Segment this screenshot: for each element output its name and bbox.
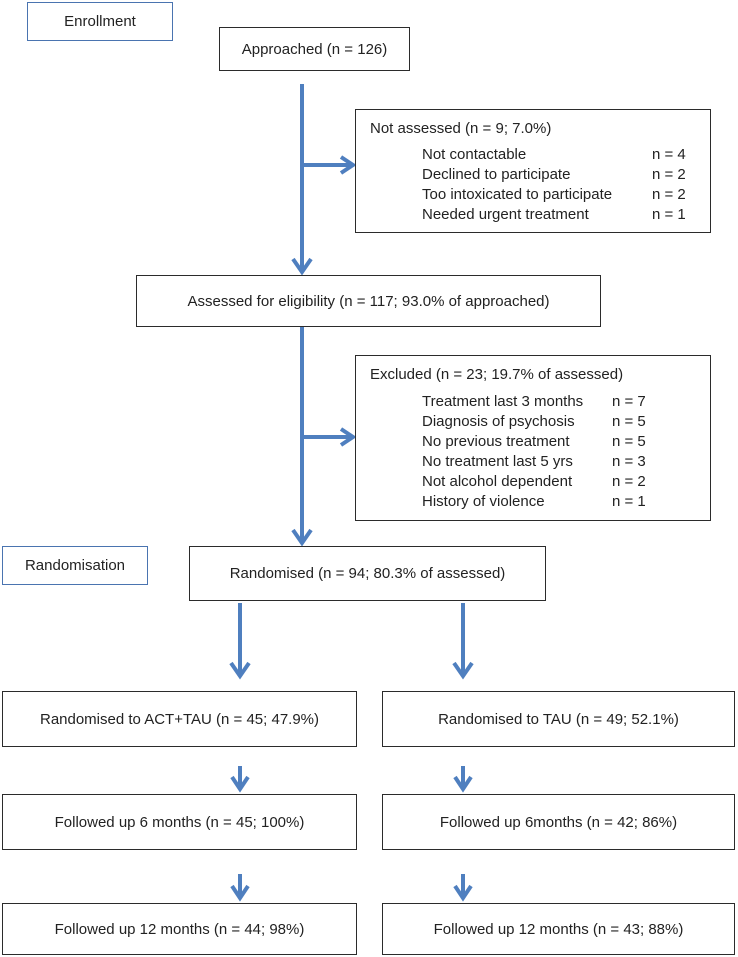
arrowhead-main-1 [291,257,313,276]
excluded-count: n = 1 [612,493,646,510]
stage-label-enrollment-text: Enrollment [64,13,136,30]
excluded-title: Excluded (n = 23; 19.7% of assessed) [370,366,624,383]
tau-followup-6-text: Followed up 6months (n = 42; 86%) [439,813,678,831]
not-assessed-count: n = 2 [652,186,686,203]
approached-text: Approached (n = 126) [241,40,388,58]
approached-box: Approached (n = 126) [219,27,410,71]
not-assessed-count: n = 1 [652,206,686,223]
tau-followup-12-box: Followed up 12 months (n = 43; 88%) [382,903,735,955]
excluded-count: n = 7 [612,393,646,410]
list-item: Too intoxicated to participate n = 2 [422,186,722,206]
tau-followup-12-text: Followed up 12 months (n = 43; 88%) [433,920,684,938]
act-followup-12-text: Followed up 12 months (n = 44; 98%) [54,920,305,938]
randomised-text: Randomised (n = 94; 80.3% of assessed) [229,565,506,582]
excluded-reason: History of violence [422,493,545,510]
not-assessed-reason: Needed urgent treatment [422,206,589,223]
arrowhead-right-split [452,661,474,680]
list-item: Declined to participate n = 2 [422,166,722,186]
stage-label-enrollment: Enrollment [27,2,173,41]
arrowhead-right-6m [453,775,473,793]
not-assessed-count: n = 4 [652,146,686,163]
arrowhead-main-2 [291,528,313,547]
not-assessed-count: n = 2 [652,166,686,183]
excluded-count: n = 5 [612,413,646,430]
assessed-text: Assessed for eligibility (n = 117; 93.0%… [187,292,550,310]
not-assessed-reason: Declined to participate [422,166,571,183]
list-item: History of violence n = 1 [422,493,722,513]
tau-randomised-box: Randomised to TAU (n = 49; 52.1%) [382,691,735,747]
act-randomised-text: Randomised to ACT+TAU (n = 45; 47.9%) [39,710,320,728]
randomised-box: Randomised (n = 94; 80.3% of assessed) [189,546,546,601]
arrowhead-excluded [339,427,357,447]
list-item: Treatment last 3 months n = 7 [422,393,722,413]
list-item: Needed urgent treatment n = 1 [422,206,722,226]
list-item: No treatment last 5 yrs n = 3 [422,453,722,473]
act-followup-12-box: Followed up 12 months (n = 44; 98%) [2,903,357,955]
arrowhead-left-6m [230,775,250,793]
excluded-reason: Treatment last 3 months [422,393,584,410]
excluded-reason: No treatment last 5 yrs [422,453,573,470]
stage-label-randomisation-text: Randomisation [24,557,126,574]
excluded-reason: Not alcohol dependent [422,473,573,490]
tau-randomised-text: Randomised to TAU (n = 49; 52.1%) [438,710,679,728]
list-item: Not alcohol dependent n = 2 [422,473,722,493]
excluded-count: n = 3 [612,453,646,470]
list-item: No previous treatment n = 5 [422,433,722,453]
arrowhead-not-assessed [339,155,357,175]
arrowhead-left-12m [230,884,250,902]
not-assessed-box: Not assessed (n = 9; 7.0%) Not contactab… [355,109,711,233]
excluded-reason: No previous treatment [422,433,570,450]
arrowhead-right-12m [453,884,473,902]
act-followup-6-text: Followed up 6 months (n = 45; 100%) [54,813,305,831]
excluded-box: Excluded (n = 23; 19.7% of assessed) Tre… [355,355,711,521]
excluded-count: n = 5 [612,433,646,450]
arrowhead-left-split [229,661,251,680]
list-item: Diagnosis of psychosis n = 5 [422,413,722,433]
not-assessed-reason: Not contactable [422,146,527,163]
not-assessed-title: Not assessed (n = 9; 7.0%) [370,120,552,137]
assessed-box: Assessed for eligibility (n = 117; 93.0%… [136,275,601,327]
stage-label-randomisation: Randomisation [2,546,148,585]
excluded-reason: Diagnosis of psychosis [422,413,575,430]
not-assessed-reason: Too intoxicated to participate [422,186,613,203]
list-item: Not contactable n = 4 [422,146,722,166]
act-randomised-box: Randomised to ACT+TAU (n = 45; 47.9%) [2,691,357,747]
tau-followup-6-box: Followed up 6months (n = 42; 86%) [382,794,735,850]
act-followup-6-box: Followed up 6 months (n = 45; 100%) [2,794,357,850]
excluded-count: n = 2 [612,473,646,490]
